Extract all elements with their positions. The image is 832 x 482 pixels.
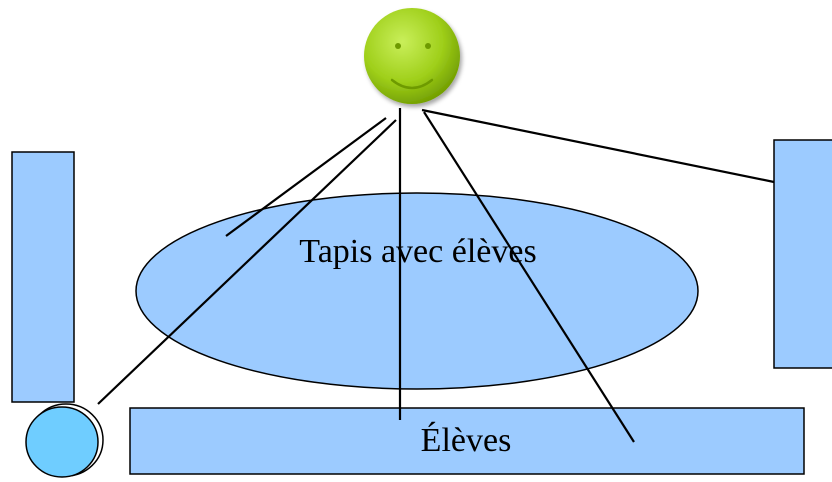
sight-line-bench-right	[423, 111, 635, 443]
carpet-label: Tapis avec élèves	[299, 233, 536, 270]
sight-line-right-furniture	[421, 108, 775, 184]
students-bench	[129, 407, 805, 475]
right-furniture	[773, 139, 832, 369]
bottom-left-circle	[25, 406, 99, 478]
sight-line-bottom-left-circle	[97, 119, 397, 405]
sight-lines	[97, 108, 775, 443]
smiley-face-icon	[364, 8, 460, 104]
carpet-ellipse	[135, 192, 699, 390]
left-furniture	[11, 151, 75, 403]
students-label: Élèves	[421, 422, 512, 459]
sight-line-carpet-left	[225, 117, 387, 237]
